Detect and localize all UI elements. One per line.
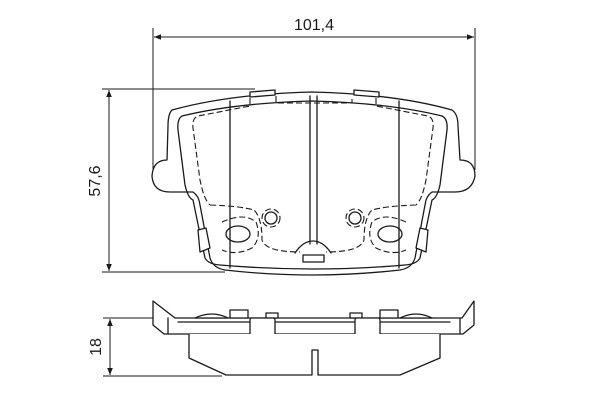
side-tab-left-outer <box>229 309 249 319</box>
clip-ellipse-left <box>225 225 251 243</box>
side-tab-right-inner <box>349 312 363 319</box>
side-view <box>152 300 475 376</box>
clip-dashed-left <box>221 216 259 254</box>
side-rivet-right <box>399 313 433 319</box>
clip-dashed-right <box>369 216 407 254</box>
rivet-hole-left <box>264 211 278 225</box>
height-dimension: 57,6 <box>87 88 255 273</box>
side-friction-material <box>188 333 441 376</box>
height-dimension-label: 57,6 <box>87 165 104 196</box>
center-clip <box>302 254 325 263</box>
thickness-dimension-label: 18 <box>88 338 105 356</box>
top-tab-right <box>353 89 380 98</box>
rivet-outline-right <box>345 208 365 228</box>
width-dimension-label: 101,4 <box>294 17 334 34</box>
side-tab-right-outer <box>379 309 399 319</box>
rivet-outline-left <box>261 208 281 228</box>
friction-material-outline <box>177 100 448 270</box>
wear-outline-dashed <box>192 96 434 253</box>
center-bump <box>294 240 332 254</box>
clip-ellipse-right <box>377 225 403 243</box>
side-ear-left <box>197 227 211 253</box>
side-tab-left-inner <box>265 312 279 319</box>
side-rivet-left <box>194 313 229 319</box>
front-view <box>151 89 476 276</box>
top-tab-left <box>249 89 276 98</box>
rivet-hole-right <box>348 211 362 225</box>
side-ear-right <box>415 227 429 253</box>
width-dimension: 101,4 <box>152 17 476 170</box>
